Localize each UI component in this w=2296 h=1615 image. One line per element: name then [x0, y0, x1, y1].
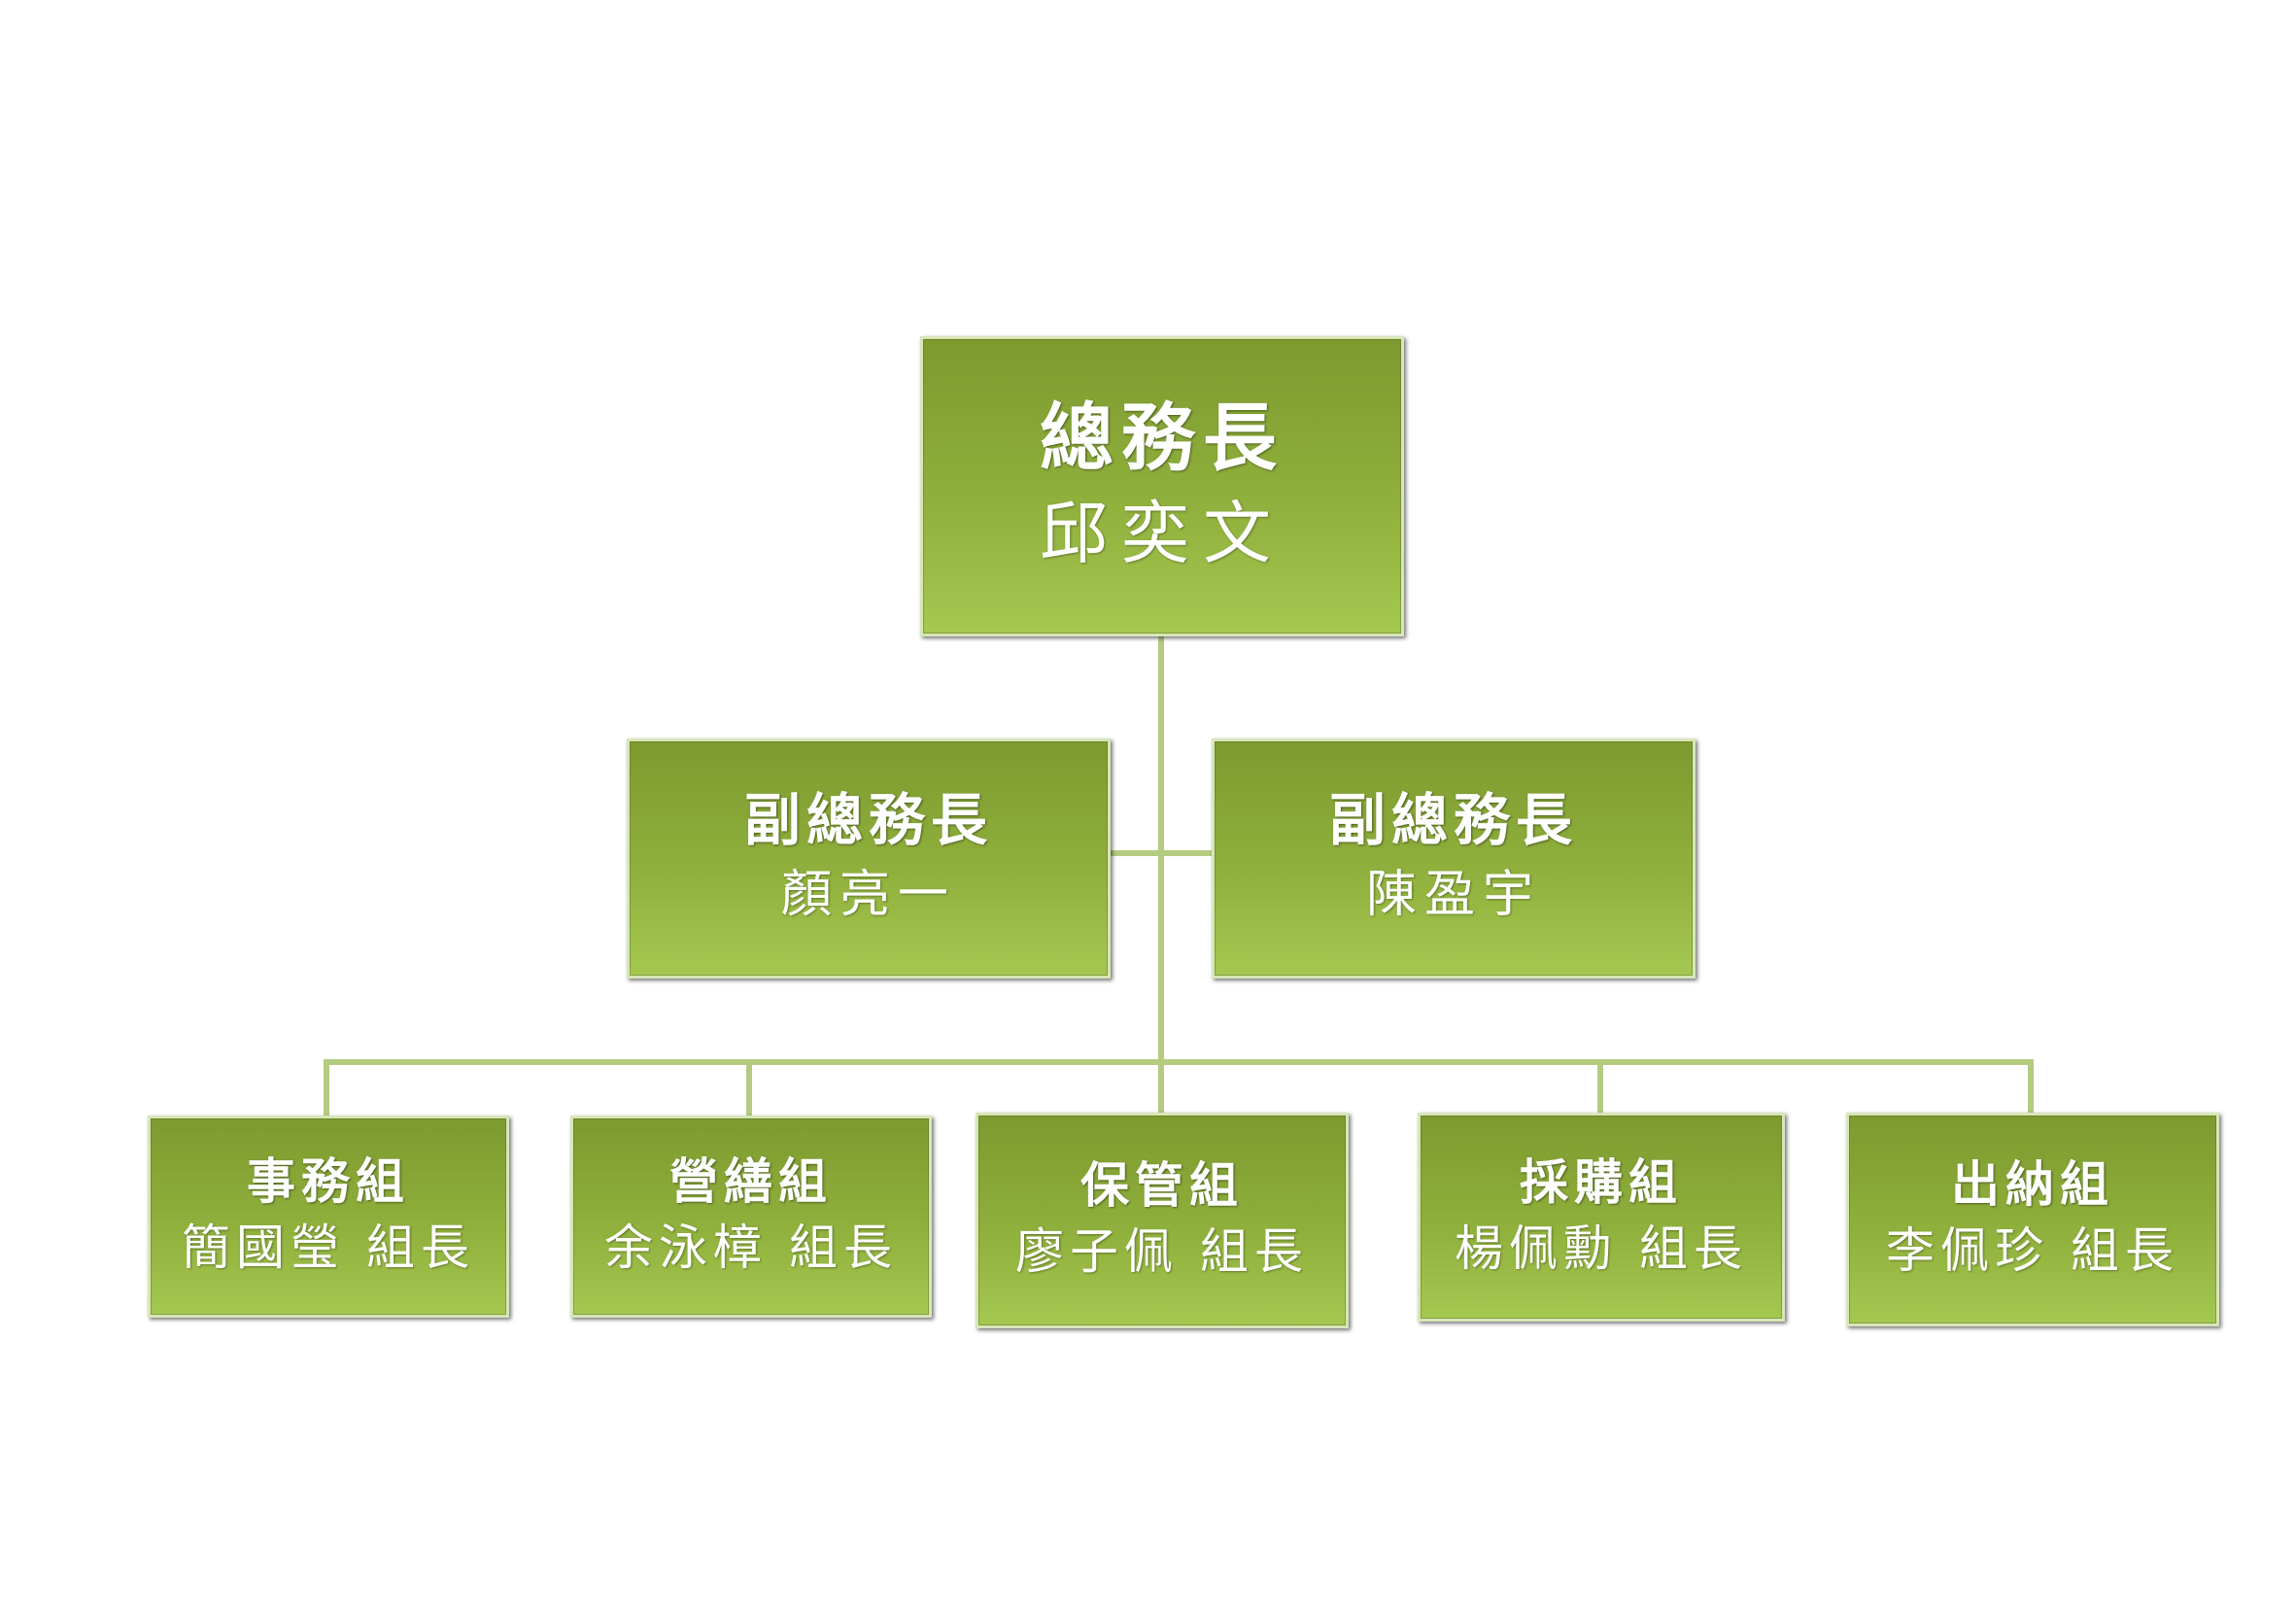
- section-box-1: 事務組 簡國瑩 組長: [148, 1116, 509, 1318]
- deputy-box-1: 副總務長 顏亮一: [627, 739, 1111, 979]
- section-leader: 簡國瑩 組長: [182, 1220, 475, 1276]
- section-leader: 楊佩勳 組長: [1455, 1220, 1748, 1277]
- section-box-5: 出納組 李佩珍 組長: [1846, 1113, 2219, 1326]
- deputy-name: 顏亮一: [780, 865, 956, 924]
- chief-name: 邱奕文: [1040, 493, 1285, 573]
- section-leader: 余泳樟 組長: [604, 1220, 898, 1276]
- chief-title: 總務長: [1040, 394, 1285, 481]
- section-box-2: 營繕組 余泳樟 組長: [570, 1116, 932, 1318]
- section-title: 採購組: [1520, 1152, 1683, 1211]
- section-box-3: 保管組 廖子佩 組長: [976, 1113, 1349, 1328]
- section-title: 事務組: [247, 1152, 410, 1210]
- section-box-4: 採購組 楊佩勳 組長: [1418, 1113, 1785, 1322]
- section-leader: 廖子佩 組長: [1015, 1223, 1309, 1280]
- section-title: 營繕組: [669, 1152, 833, 1210]
- deputy-title: 副總務長: [1328, 786, 1578, 853]
- section-title: 保管組: [1080, 1156, 1244, 1214]
- deputy-box-2: 副總務長 陳盈宇: [1212, 739, 1696, 979]
- section-title: 出納組: [1951, 1155, 2114, 1213]
- deputy-name: 陳盈宇: [1365, 865, 1541, 924]
- deputy-title: 副總務長: [743, 786, 993, 853]
- section-leader: 李佩珍 組長: [1886, 1222, 2179, 1279]
- chief-box: 總務長 邱奕文: [920, 336, 1404, 636]
